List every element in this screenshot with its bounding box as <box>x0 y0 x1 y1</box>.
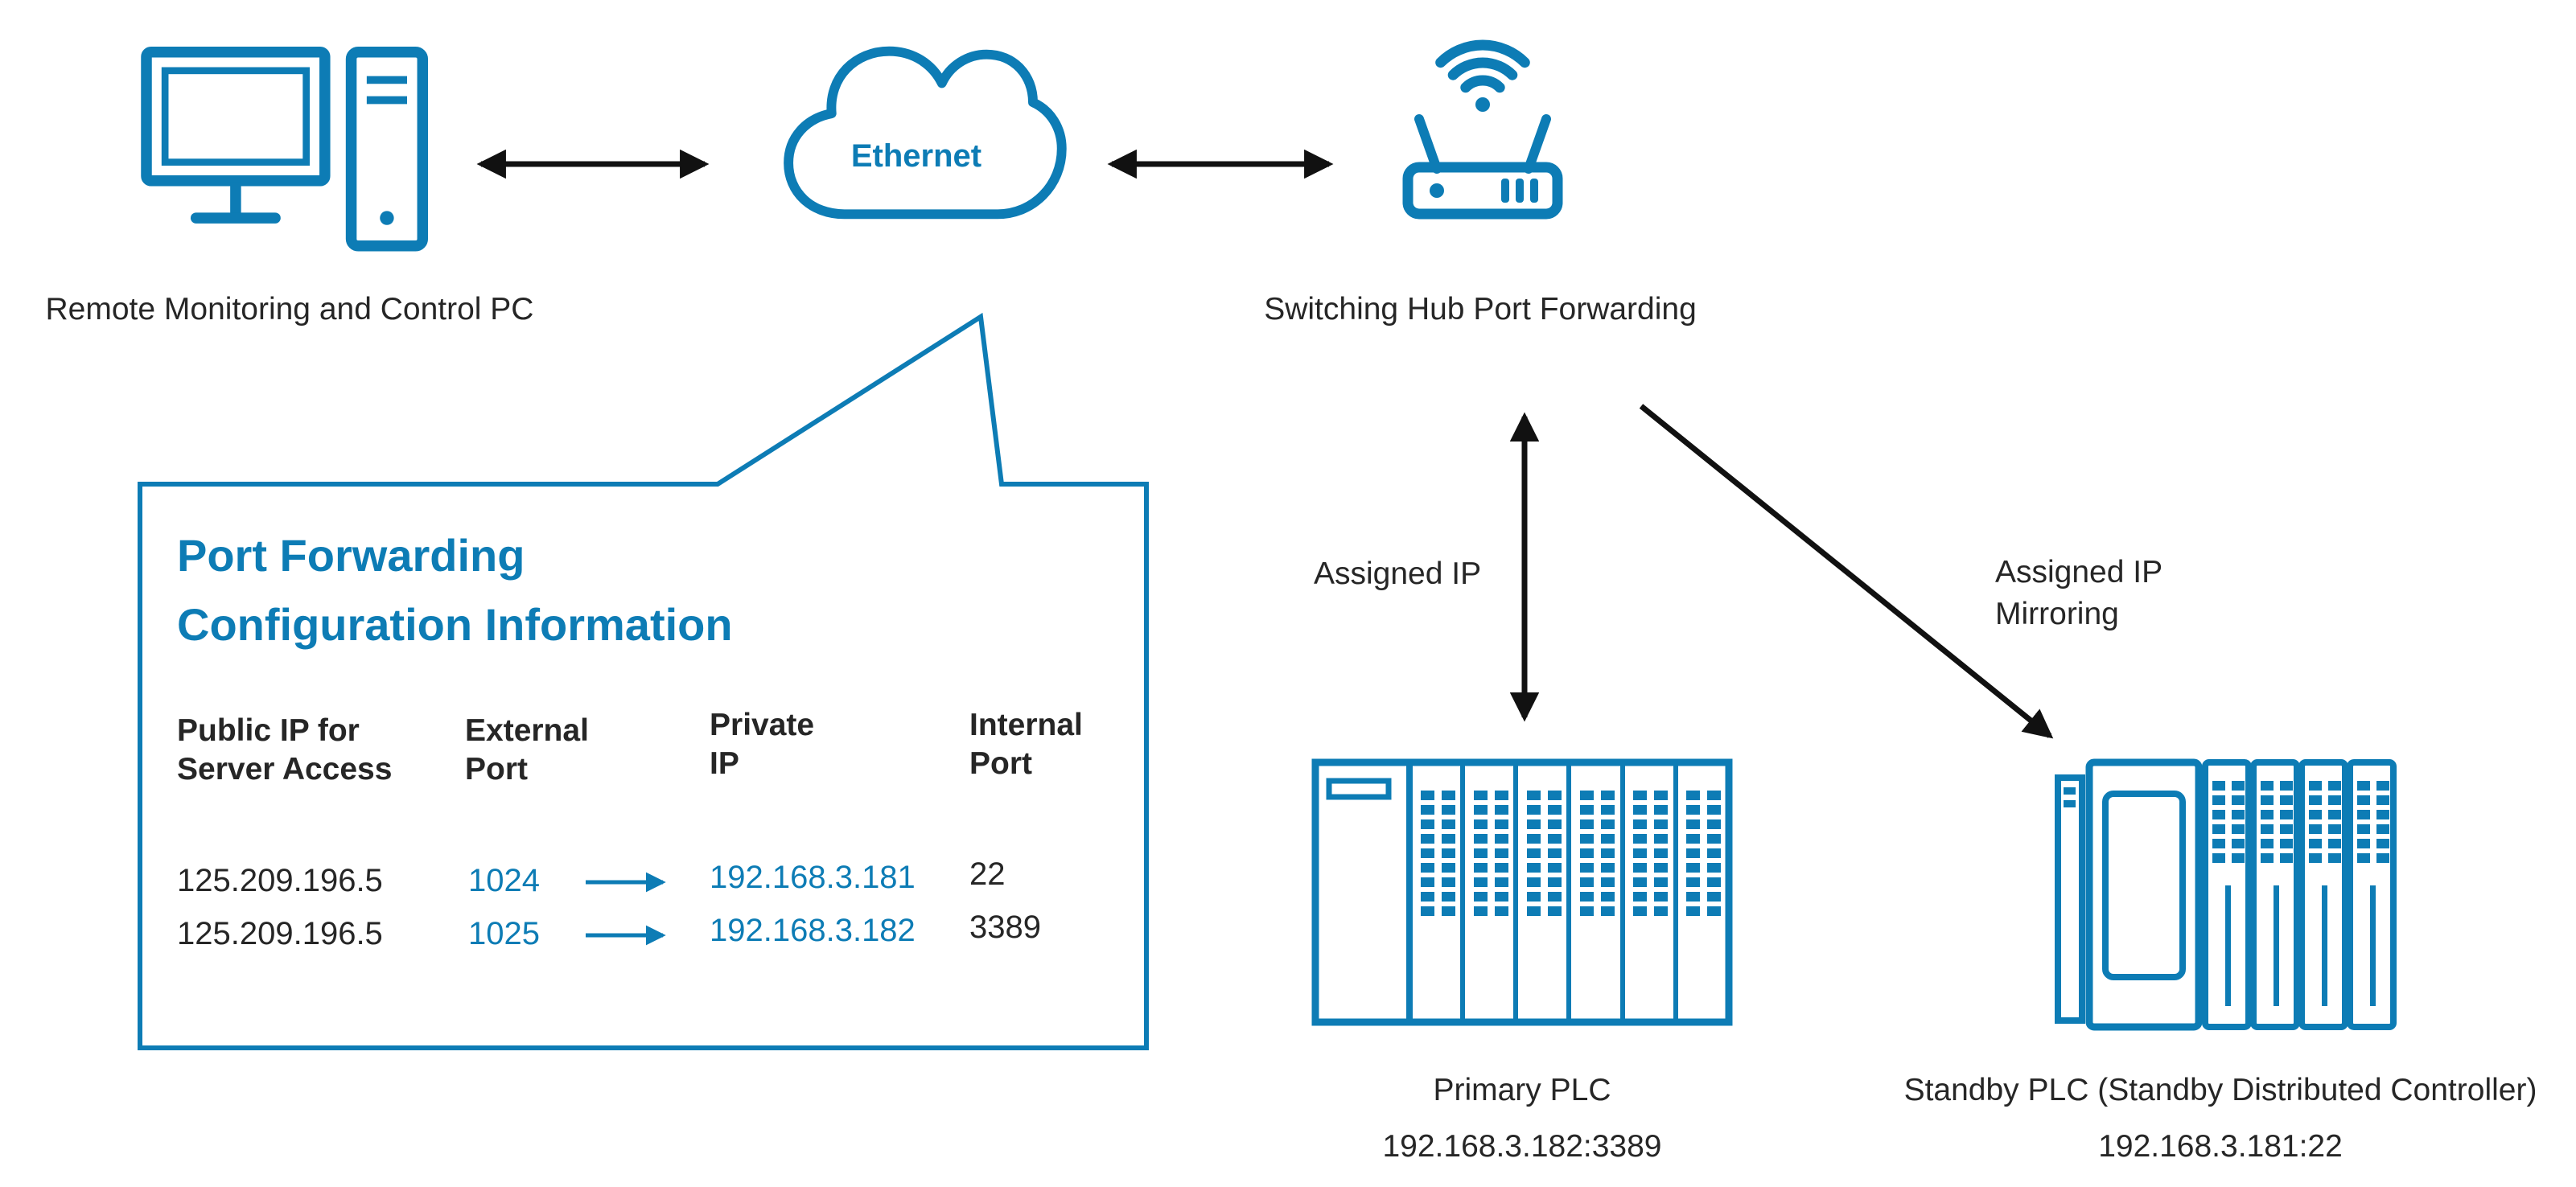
primary-plc-caption: Primary PLC 192.168.3.182:3389 <box>1311 1071 1733 1166</box>
switching-hub-icon <box>1402 39 1563 220</box>
row2-external-port: 1025 <box>468 916 540 951</box>
header-external-port: External Port <box>465 713 589 787</box>
standby-plc-caption: Standby PLC (Standby Distributed Control… <box>1865 1071 2576 1166</box>
row2-public-ip: 125.209.196.5 <box>177 916 383 951</box>
row2-mapping-arrow-icon <box>586 925 666 946</box>
assigned-ip-label: Assigned IP <box>1314 557 1482 591</box>
callout-bubble-shape <box>138 312 1149 1050</box>
hub-standby-plc-arrow <box>1639 404 2054 739</box>
header-public-ip: Public IP for Server Access <box>177 713 393 787</box>
primary-plc-icon <box>1311 758 1733 1026</box>
callout-title-line2: Configuration Information <box>177 599 733 650</box>
ethernet-cloud-icon <box>784 46 1067 220</box>
standby-plc-label: Standby PLC (Standby Distributed Control… <box>1903 1073 2537 1107</box>
assigned-ip-mirroring-label: Assigned IP Mirroring <box>1995 555 2163 631</box>
cloud-label: Ethernet <box>850 138 982 174</box>
row2-private-ip: 192.168.3.182 <box>710 913 916 948</box>
pc-icon <box>141 46 429 252</box>
row1-internal-port: 22 <box>969 856 1006 892</box>
primary-plc-address: 192.168.3.182:3389 <box>1382 1129 1662 1164</box>
row1-mapping-arrow-icon <box>586 872 666 893</box>
header-internal-port: Internal Port <box>969 708 1083 781</box>
pc-label: Remote Monitoring and Control PC <box>45 292 534 327</box>
standby-plc-address: 192.168.3.181:22 <box>2098 1129 2343 1164</box>
callout-title-line1: Port Forwarding <box>177 530 525 581</box>
row1-private-ip: 192.168.3.181 <box>710 860 916 895</box>
row1-public-ip: 125.209.196.5 <box>177 863 383 898</box>
hub-label: Switching Hub Port Forwarding <box>1264 292 1697 327</box>
row1-external-port: 1024 <box>468 863 540 898</box>
row2-internal-port: 3389 <box>969 910 1041 945</box>
header-private-ip: Private IP <box>710 708 815 781</box>
primary-plc-label: Primary PLC <box>1433 1073 1611 1107</box>
standby-plc-icon <box>2055 758 2397 1031</box>
